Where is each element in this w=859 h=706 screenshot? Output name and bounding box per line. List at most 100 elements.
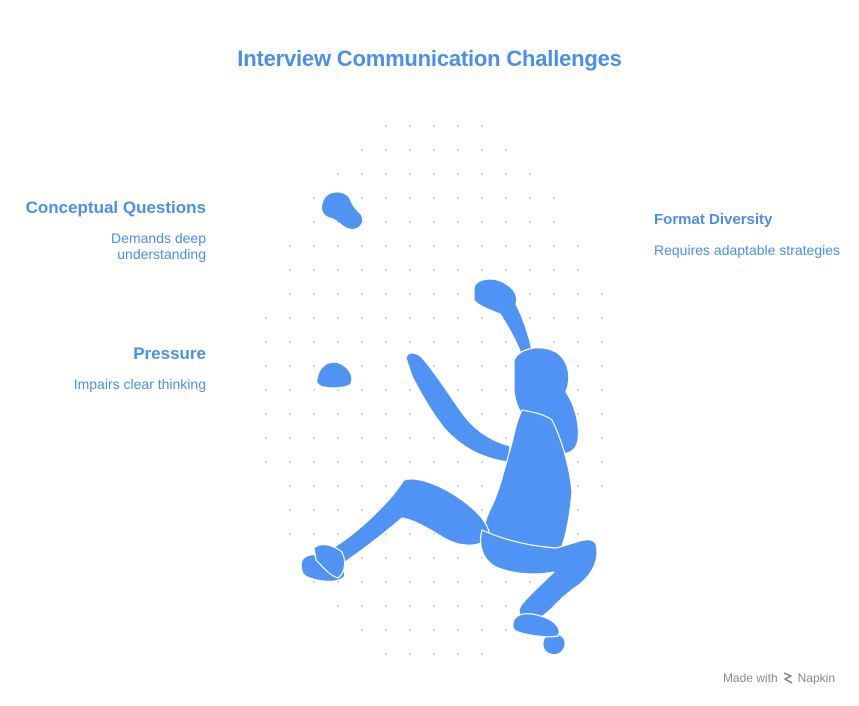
grid-dot [504, 172, 508, 176]
grid-dot [456, 340, 460, 344]
grid-dot [456, 124, 460, 128]
made-with-text: Made with [722, 671, 778, 685]
grid-dot [432, 364, 436, 368]
grid-dot [288, 484, 292, 488]
label-description: Impairs clear thinking [73, 376, 206, 392]
grid-dot [456, 628, 460, 632]
grid-dot [312, 196, 316, 200]
grid-dot [312, 268, 316, 272]
grid-dot [384, 364, 388, 368]
label-heading: Format Diversity [654, 211, 773, 228]
grid-dot [432, 604, 436, 608]
grid-dot [504, 628, 508, 632]
grid-dot [456, 652, 460, 656]
grid-dot [384, 556, 388, 560]
grid-dot [480, 556, 484, 560]
grid-dot [360, 196, 364, 200]
grid-dot [576, 316, 580, 320]
grid-dot [480, 580, 484, 584]
grid-dot [408, 268, 412, 272]
diagram-title: Interview Communication Challenges [237, 46, 622, 71]
grid-dot [432, 220, 436, 224]
grid-dot [600, 340, 604, 344]
grid-dot [288, 316, 292, 320]
grid-dot [504, 148, 508, 152]
grid-dot [360, 292, 364, 296]
grid-dot [288, 268, 292, 272]
grid-dot [312, 508, 316, 512]
grid-dot [456, 604, 460, 608]
grid-dot [432, 268, 436, 272]
grid-dot [480, 628, 484, 632]
grid-dot [528, 268, 532, 272]
grid-dot [576, 340, 580, 344]
grid-dot [264, 388, 268, 392]
grid-dot [480, 172, 484, 176]
grid-dot [336, 172, 340, 176]
grid-dot [312, 388, 316, 392]
grid-dot [384, 388, 388, 392]
grid-dot [552, 292, 556, 296]
grid-dot [408, 388, 412, 392]
grid-dot [288, 244, 292, 248]
grid-dot [480, 196, 484, 200]
grid-dot [336, 244, 340, 248]
grid-dot [600, 460, 604, 464]
grid-dot [456, 556, 460, 560]
grid-dot [408, 604, 412, 608]
grid-dot [456, 364, 460, 368]
rock-climber-icon [264, 124, 604, 656]
grid-dot [336, 484, 340, 488]
grid-dot [384, 652, 388, 656]
grid-dot [408, 148, 412, 152]
grid-dot [312, 580, 316, 584]
grid-dot [312, 436, 316, 440]
grid-dot [288, 532, 292, 536]
grid-dot [504, 604, 508, 608]
grid-dot [384, 124, 388, 128]
grid-dot [432, 172, 436, 176]
grid-dot [552, 316, 556, 320]
label-format-diversity: Format Diversity Requires adaptable stra… [654, 211, 854, 258]
grid-dot [336, 604, 340, 608]
grid-dot [360, 484, 364, 488]
grid-dot [288, 412, 292, 416]
grid-dot [384, 292, 388, 296]
grid-dot [480, 316, 484, 320]
grid-dot [408, 628, 412, 632]
grid-dot [576, 532, 580, 536]
grid-dot [408, 532, 412, 536]
grid-dot [408, 460, 412, 464]
grid-dot [312, 484, 316, 488]
grid-dot [528, 220, 532, 224]
grid-dot [264, 316, 268, 320]
grid-dot [288, 508, 292, 512]
grid-dot [384, 220, 388, 224]
grid-dot [480, 652, 484, 656]
grid-dot [504, 196, 508, 200]
grid-dot [552, 268, 556, 272]
grid-dot [480, 412, 484, 416]
grid-dot [312, 412, 316, 416]
grid-dot [576, 244, 580, 248]
grid-dot [528, 292, 532, 296]
grid-dot [312, 244, 316, 248]
grid-dot [288, 292, 292, 296]
brand-text: Napkin [797, 671, 835, 685]
grid-dot [432, 628, 436, 632]
grid-dot [360, 148, 364, 152]
grid-dot [312, 220, 316, 224]
grid-dot [336, 460, 340, 464]
grid-dot [576, 292, 580, 296]
grid-dot [528, 196, 532, 200]
napkin-logo-icon [783, 672, 793, 684]
grid-dot [552, 340, 556, 344]
grid-dot [576, 508, 580, 512]
grid-dot [384, 172, 388, 176]
grid-dot [360, 244, 364, 248]
grid-dot [504, 244, 508, 248]
label-conceptual-questions: Conceptual Questions Demands deep unders… [20, 198, 206, 262]
grid-dot [360, 580, 364, 584]
grid-dot [456, 460, 460, 464]
grid-dot [312, 460, 316, 464]
